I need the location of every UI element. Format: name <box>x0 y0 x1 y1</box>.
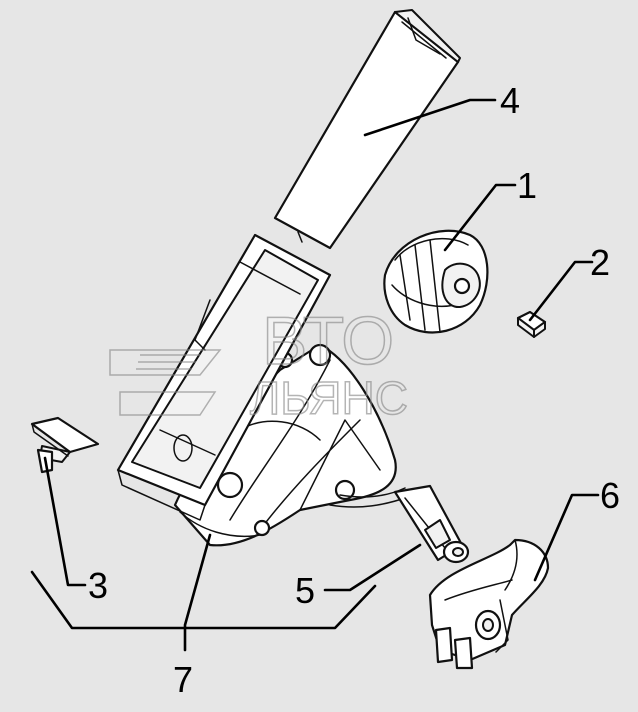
part-5-lever <box>393 484 470 564</box>
leader-lines <box>30 98 600 652</box>
callout-7: 7 <box>173 659 193 700</box>
callout-2: 2 <box>590 242 610 283</box>
part-2-clip <box>516 310 547 338</box>
leader-1 <box>443 183 517 252</box>
callout-5: 5 <box>295 570 315 611</box>
group-bracket <box>30 570 377 630</box>
leader-6 <box>533 493 600 582</box>
watermark-line1: ВТО <box>262 303 394 379</box>
callout-6: 6 <box>600 475 620 516</box>
callout-3: 3 <box>88 565 108 606</box>
part-3-bracket <box>30 416 100 474</box>
watermark: ВТО ЛЬЯНС <box>109 302 409 425</box>
callout-4: 4 <box>500 80 520 121</box>
part-4-cover <box>273 9 461 250</box>
watermark-logo-mark <box>109 349 222 376</box>
part-6-selector <box>428 538 550 670</box>
leader-4 <box>363 98 497 137</box>
leader-7 <box>183 533 212 652</box>
leader-3 <box>43 456 87 587</box>
callout-labels: 4 1 2 3 5 6 7 <box>88 80 620 700</box>
leader-2 <box>528 260 594 322</box>
callout-1: 1 <box>517 165 537 206</box>
watermark-line2: ЛЬЯНС <box>250 372 408 424</box>
leader-5 <box>323 543 422 592</box>
part-1-assembly <box>383 229 489 334</box>
part-7-housing <box>116 233 409 547</box>
